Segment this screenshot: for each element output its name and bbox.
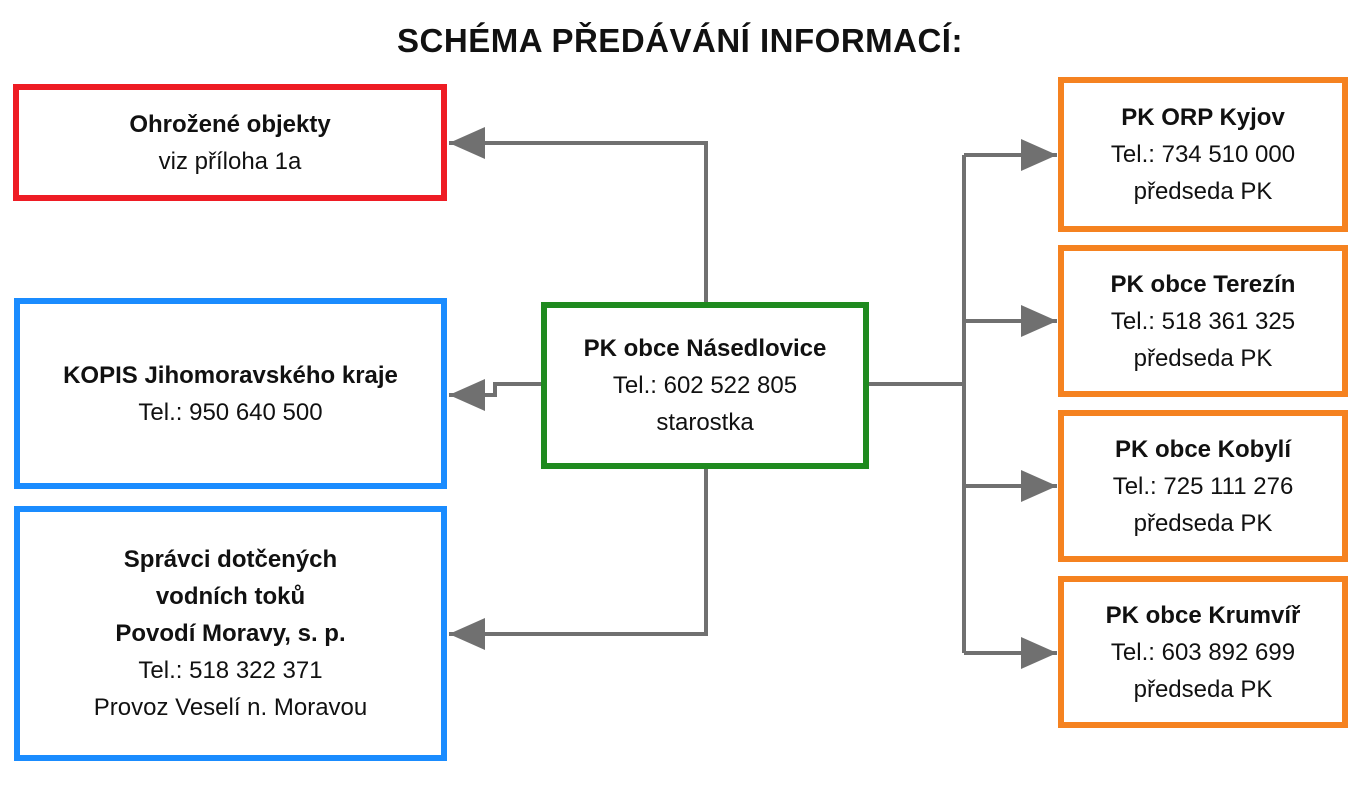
arrow-to-kopis [449,379,542,411]
center-phone: Tel.: 602 522 805 [612,372,798,399]
box-pk-krumvir: PK obce Krumvíř Tel.: 603 892 699 předse… [1058,576,1348,728]
box-pk-orp-kyjov: PK ORP Kyjov Tel.: 734 510 000 předseda … [1058,77,1348,232]
water-phone: Tel.: 518 322 371 [138,657,323,684]
box-center-pk-nasedlovice: PK obce Násedlovice Tel.: 602 522 805 st… [541,302,869,469]
water-line3: Povodí Moravy, s. p. [115,620,346,647]
arrow-to-water [449,467,708,650]
right-1-role: předseda PK [1133,344,1273,372]
diagram-title: SCHÉMA PŘEDÁVÁNÍ INFORMACÍ: [397,22,963,59]
right-0-phone: Tel.: 734 510 000 [1110,141,1296,168]
box-pk-kobyli: PK obce Kobylí Tel.: 725 111 276 předsed… [1058,410,1348,562]
right-2-role: předseda PK [1133,509,1273,537]
right-1-phone: Tel.: 518 361 325 [1110,307,1296,335]
center-name: PK obce Násedlovice [583,335,827,362]
right-1-name: PK obce Terezín [1110,270,1296,298]
right-0-name: PK ORP Kyjov [1121,104,1285,131]
right-3-phone: Tel.: 603 892 699 [1110,638,1296,666]
water-branch: Provoz Veselí n. Moravou [93,694,368,721]
threatened-name: Ohrožené objekty [129,110,331,138]
right-0-role: předseda PK [1133,178,1273,205]
right-2-phone: Tel.: 725 111 276 [1112,472,1294,500]
arrow-to-threatened [449,127,708,303]
kopis-phone: Tel.: 950 640 500 [138,398,323,426]
water-line1: Správci dotčených [123,546,338,573]
box-water-managers: Správci dotčených vodních toků Povodí Mo… [14,506,447,761]
box-kopis: KOPIS Jihomoravského kraje Tel.: 950 640… [14,298,447,489]
center-role: starostka [656,409,754,436]
box-threatened-objects: Ohrožené objekty viz příloha 1a [13,84,447,201]
right-3-role: předseda PK [1133,675,1273,703]
kopis-name: KOPIS Jihomoravského kraje [63,361,398,389]
water-line2: vodních toků [155,583,306,610]
box-pk-terezin: PK obce Terezín Tel.: 518 361 325 předse… [1058,245,1348,397]
right-2-name: PK obce Kobylí [1114,435,1292,463]
threatened-note: viz příloha 1a [158,147,302,175]
right-3-name: PK obce Krumvíř [1105,601,1301,629]
